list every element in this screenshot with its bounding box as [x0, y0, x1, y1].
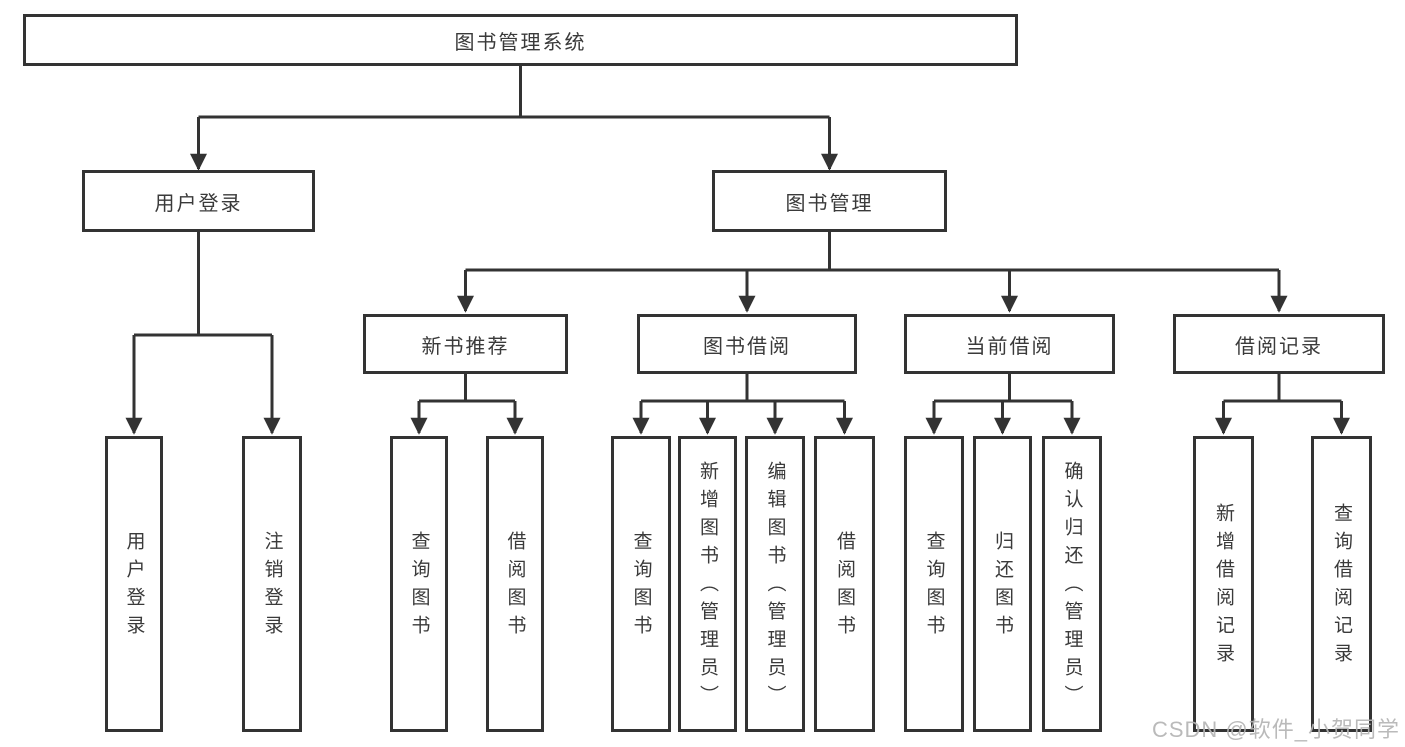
node-query-books-2: 查询图书: [611, 436, 671, 732]
node-return-book: 归还图书: [973, 436, 1032, 732]
node-edit-book-admin: 编辑图书（管理员）: [745, 436, 805, 732]
node-book-borrowing: 图书借阅: [637, 314, 857, 374]
node-add-book-admin: 新增图书（管理员）: [678, 436, 737, 732]
node-current-borrowing: 当前借阅: [904, 314, 1115, 374]
node-user-login: 用户登录: [82, 170, 315, 232]
node-logout: 注销登录: [242, 436, 302, 732]
node-query-borrow-record: 查询借阅记录: [1311, 436, 1372, 732]
node-book-management: 图书管理: [712, 170, 947, 232]
watermark: CSDN @软件_小贺同学: [1151, 717, 1400, 742]
node-confirm-return-admin: 确认归还（管理员）: [1042, 436, 1102, 732]
node-root: 图书管理系统: [23, 14, 1018, 66]
node-borrow-books-2: 借阅图书: [814, 436, 875, 732]
node-query-books-3: 查询图书: [904, 436, 964, 732]
node-add-borrow-record: 新增借阅记录: [1193, 436, 1254, 732]
node-user-login-leaf: 用户登录: [105, 436, 163, 732]
node-borrowing-records: 借阅记录: [1173, 314, 1385, 374]
node-borrow-books-1: 借阅图书: [486, 436, 544, 732]
node-new-book-recommendation: 新书推荐: [363, 314, 568, 374]
node-query-books-1: 查询图书: [390, 436, 448, 732]
